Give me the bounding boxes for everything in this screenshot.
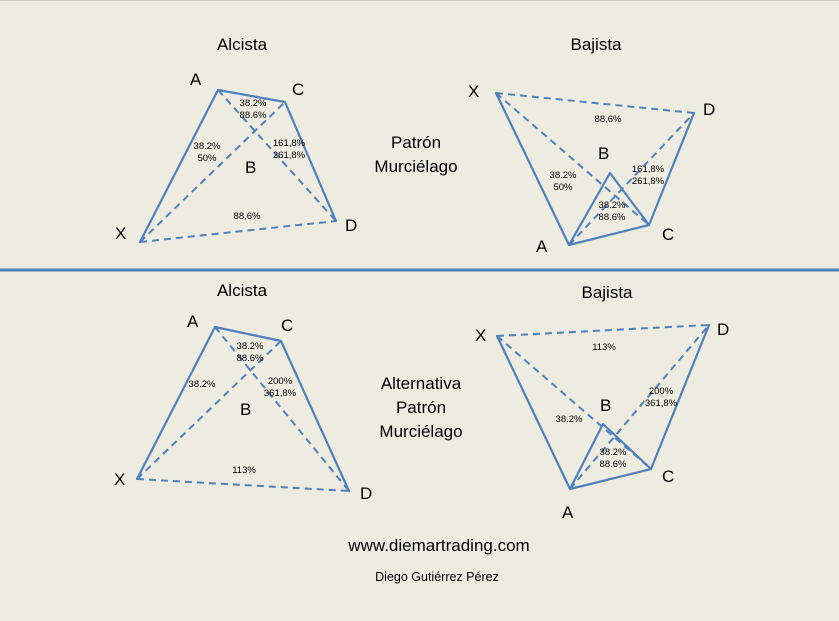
bottom-bearish-point-a: A xyxy=(562,503,574,522)
top-bearish-ratio-cd-2: 261,8% xyxy=(632,176,665,187)
top-bearish-ratio-cd-1: 161,8% xyxy=(632,164,665,175)
top-bullish-ratio-xd: 88,6% xyxy=(234,211,261,222)
bottom-bearish-xd-dash xyxy=(496,324,710,337)
bottom-bullish-point-x: X xyxy=(114,470,125,489)
bottom-bearish-ratio-bc-2: 88.6% xyxy=(600,459,627,470)
top-bullish-pattern: Alcista A C B X D 38.2% 88.6% 38.2% 50% … xyxy=(115,35,357,244)
bottom-bearish-ratio-ab: 38.2% xyxy=(556,414,583,425)
bottom-bullish-ratio-cd-2: 361,8% xyxy=(264,388,297,399)
top-bullish-point-b: B xyxy=(245,158,256,177)
top-bullish-point-x: X xyxy=(115,224,126,243)
bottom-center-title-line1: Alternativa xyxy=(381,374,462,393)
top-bearish-point-a: A xyxy=(536,237,548,256)
bottom-bearish-ratio-bc-1: 38.2% xyxy=(600,447,627,458)
bottom-bullish-point-c: C xyxy=(281,316,293,335)
top-bearish-ratio-xd: 88,6% xyxy=(595,114,622,125)
bottom-bullish-ratio-ab: 38.2% xyxy=(189,379,216,390)
bottom-bearish-title: Bajista xyxy=(581,283,633,302)
bottom-bullish-xd-dash xyxy=(136,478,350,492)
bottom-bearish-pattern: Bajista X D B A C 113% 38.2% 200% 361,8%… xyxy=(475,283,729,522)
top-bearish-xd-dash xyxy=(495,92,695,114)
top-center-title: Patrón Murciélago xyxy=(374,133,457,176)
top-bullish-point-d: D xyxy=(345,216,357,235)
bottom-bearish-solid-legs xyxy=(495,323,711,491)
bottom-bearish-ratio-xd: 113% xyxy=(592,342,616,353)
top-bearish-solid-legs xyxy=(494,91,696,247)
top-bullish-ratio-ab-2: 50% xyxy=(197,153,217,164)
bottom-bullish-xc-dash xyxy=(136,340,282,480)
website-label: www.diemartrading.com xyxy=(347,536,529,555)
top-bearish-pattern: Bajista X D B A C 88,6% 38.2% 50% 161,8%… xyxy=(468,35,715,256)
top-bearish-ratio-ab-1: 38.2% xyxy=(550,170,577,181)
bottom-bearish-point-x: X xyxy=(475,326,486,345)
top-bullish-point-a: A xyxy=(190,70,202,89)
bottom-bullish-ratio-bc-1: 38.2% xyxy=(237,341,264,352)
bottom-bearish-ac-solid xyxy=(568,467,653,491)
top-bullish-ratio-cd-2: 261,8% xyxy=(273,150,306,161)
top-center-title-line1: Patrón xyxy=(391,133,441,152)
bottom-center-title-line2: Patrón xyxy=(396,398,446,417)
bottom-bearish-point-d: D xyxy=(717,320,729,339)
top-bullish-ad-dash xyxy=(217,89,337,222)
bottom-bullish-ratio-xd: 113% xyxy=(232,465,256,476)
top-bearish-ac-solid xyxy=(567,223,651,247)
top-bearish-ratio-bc-2: 88.6% xyxy=(599,212,626,223)
top-bearish-ratio-ab-2: 50% xyxy=(553,182,573,193)
bottom-bearish-xc-dash xyxy=(496,335,652,470)
bottom-center-title: Alternativa Patrón Murciélago xyxy=(379,374,462,441)
bottom-bearish-ratio-cd-2: 361,8% xyxy=(645,398,678,409)
bottom-bullish-point-b: B xyxy=(240,400,251,419)
bottom-bearish-point-c: C xyxy=(662,467,674,486)
top-bullish-solid-legs xyxy=(138,88,338,244)
bottom-center-title-line3: Murciélago xyxy=(379,422,462,441)
top-center-title-line2: Murciélago xyxy=(374,157,457,176)
top-bullish-ratio-bc-1: 38.2% xyxy=(240,98,267,109)
top-bearish-xc-dash xyxy=(495,92,650,226)
bottom-bullish-point-d: D xyxy=(360,484,372,503)
bottom-bearish-ratio-cd-1: 200% xyxy=(649,386,674,397)
author-label: Diego Gutiérrez Pérez xyxy=(375,570,499,584)
top-bullish-ratio-cd-1: 161,8% xyxy=(273,138,306,149)
bottom-bullish-point-a: A xyxy=(187,312,199,331)
top-bearish-point-c: C xyxy=(662,225,674,244)
top-bearish-ratio-bc-1: 38.2% xyxy=(599,200,626,211)
top-bearish-title: Bajista xyxy=(570,35,622,54)
top-bullish-point-c: C xyxy=(292,80,304,99)
top-bearish-point-x: X xyxy=(468,82,479,101)
top-bullish-title: Alcista xyxy=(217,35,268,54)
top-bullish-ratio-ab-1: 38.2% xyxy=(194,141,221,152)
bottom-bullish-title: Alcista xyxy=(217,281,268,300)
top-bullish-xc-dash xyxy=(139,101,286,243)
top-bearish-point-d: D xyxy=(703,100,715,119)
bottom-bullish-ratio-bc-2: 88.6% xyxy=(237,353,264,364)
top-bearish-point-b: B xyxy=(598,144,609,163)
top-bullish-xd-dash xyxy=(139,220,337,243)
bottom-bullish-solid-legs xyxy=(135,325,351,493)
bottom-bearish-ad-dash xyxy=(569,324,710,490)
top-bearish-ad-dash xyxy=(568,112,695,246)
bottom-bullish-pattern: Alcista A C B X D 38.2% 88.6% 38.2% 200%… xyxy=(114,281,372,503)
top-bullish-ratio-bc-2: 88.6% xyxy=(240,110,267,121)
bottom-bearish-point-b: B xyxy=(600,396,611,415)
bottom-bullish-ratio-cd-1: 200% xyxy=(268,376,293,387)
